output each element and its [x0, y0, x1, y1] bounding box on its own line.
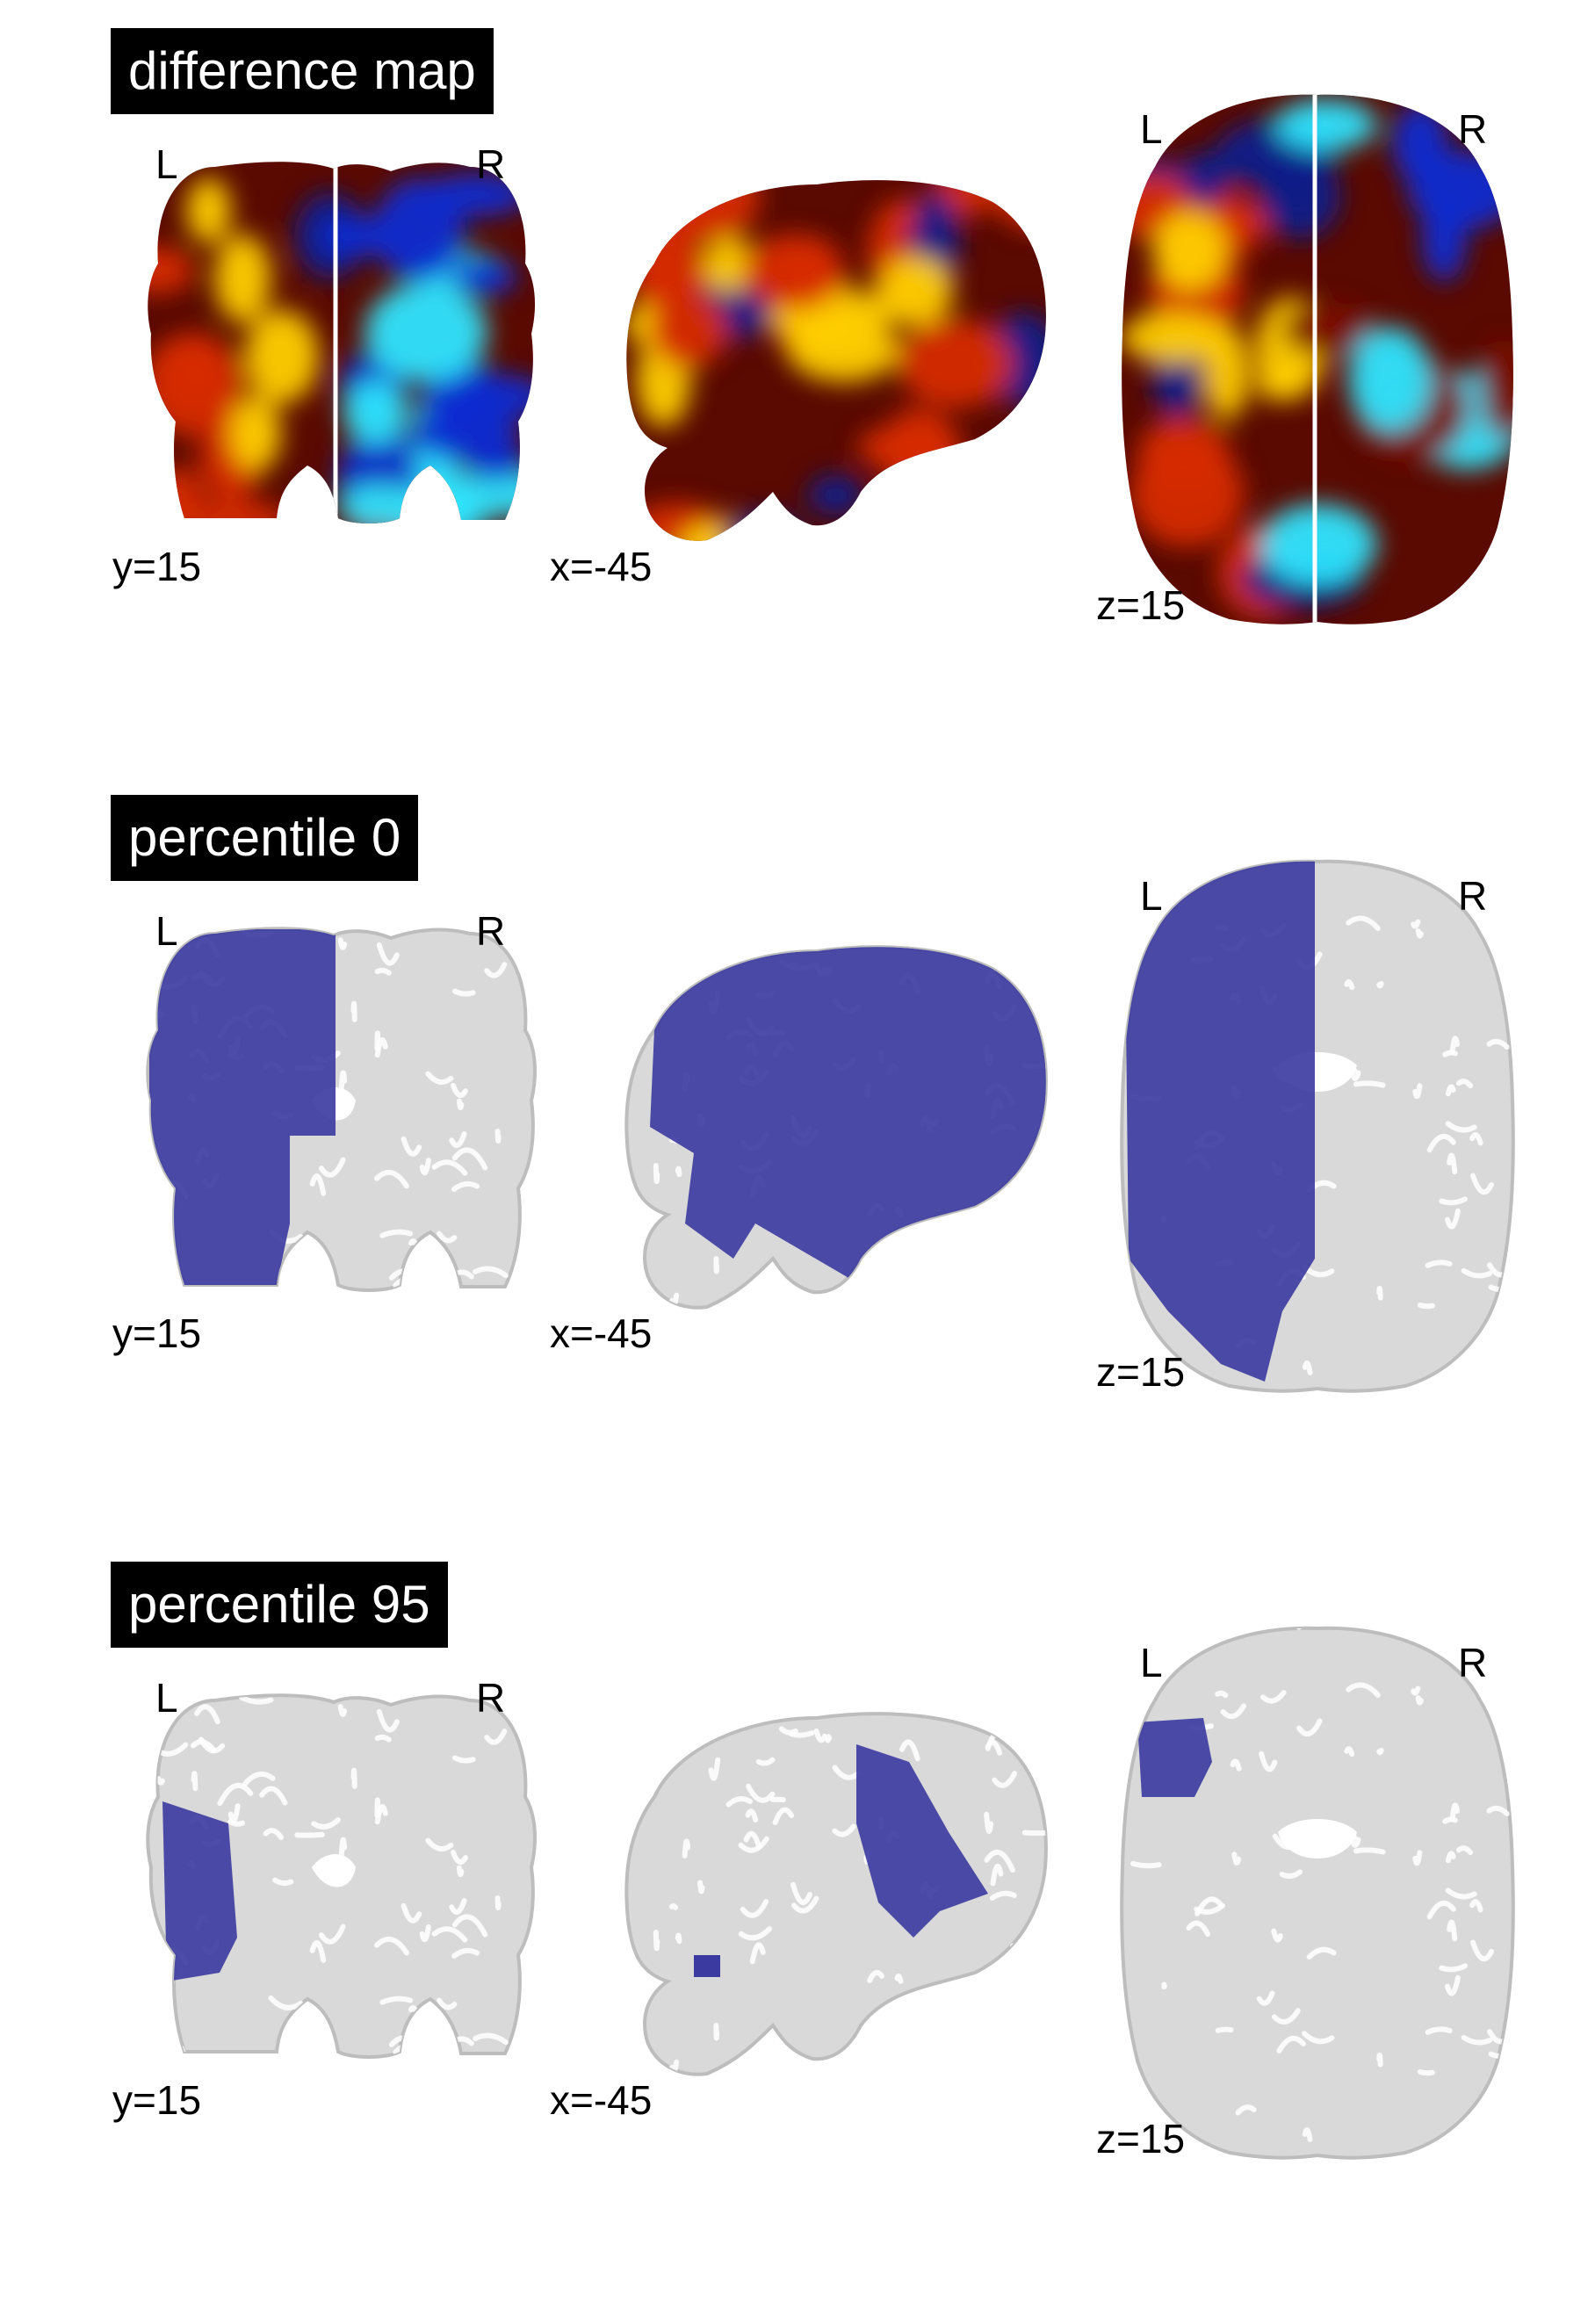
coronal-coordinate: y=15: [112, 2077, 202, 2123]
axial-left-label: L: [1140, 1640, 1163, 1685]
axial-left-label: L: [1140, 106, 1163, 152]
coronal-mask-overlay: [149, 929, 336, 1285]
brain-slices-view: [148, 94, 1513, 624]
coronal-coordinate: y=15: [112, 1310, 202, 1356]
coronal-left-label: L: [155, 908, 178, 954]
sagittal-coordinate: x=-45: [550, 2077, 653, 2123]
panel-difference-map: difference map L R L R y=15 x=-45 z=15: [0, 0, 1595, 790]
sagittal-mask-overlay: [856, 1744, 988, 1938]
sagittal-coordinate: x=-45: [550, 1310, 653, 1356]
brain-slices-view: [146, 1626, 1515, 2160]
axial-right-label: R: [1458, 1640, 1488, 1685]
panel-title: difference map: [111, 28, 494, 114]
axial-mask-overlay: [1137, 1718, 1212, 1797]
sagittal-difference-map: [626, 180, 1046, 541]
sagittal-small-cluster: [694, 1955, 720, 1977]
coronal-right-label: R: [476, 141, 506, 187]
axial-coordinate: z=15: [1096, 582, 1186, 628]
axial-difference-map: [1122, 94, 1513, 624]
axial-ventricle: [1278, 1819, 1357, 1858]
coronal-left-label: L: [155, 1675, 178, 1721]
coronal-coordinate: y=15: [112, 544, 202, 589]
panel-title: percentile 0: [111, 795, 419, 881]
coronal-mask-overlay: [162, 1801, 237, 1981]
brain-slices-view: [146, 859, 1515, 1393]
coronal-difference-map: [148, 162, 536, 523]
axial-slice: [1120, 1626, 1515, 2160]
axial-right-label: R: [1458, 873, 1488, 919]
axial-coordinate: z=15: [1096, 2116, 1186, 2162]
axial-coordinate: z=15: [1096, 1349, 1186, 1395]
coronal-left-label: L: [155, 141, 178, 187]
axial-left-label: L: [1140, 873, 1163, 919]
coronal-ventricle: [312, 1854, 356, 1887]
coronal-right-label: R: [476, 1675, 506, 1721]
sagittal-coordinate: x=-45: [550, 544, 653, 589]
coronal-right-label: R: [476, 908, 506, 954]
panel-percentile-95: percentile 95 L R L R y=15 x=-45 z=15: [0, 1534, 1595, 2324]
axial-right-label: R: [1458, 106, 1488, 152]
panel-percentile-0: percentile 0 L R L R y=15 x=-45 z=15: [0, 767, 1595, 1557]
axial-mask-overlay: [1124, 861, 1315, 1382]
panel-title: percentile 95: [111, 1562, 448, 1648]
sagittal-mask-overlay: [650, 947, 1046, 1285]
